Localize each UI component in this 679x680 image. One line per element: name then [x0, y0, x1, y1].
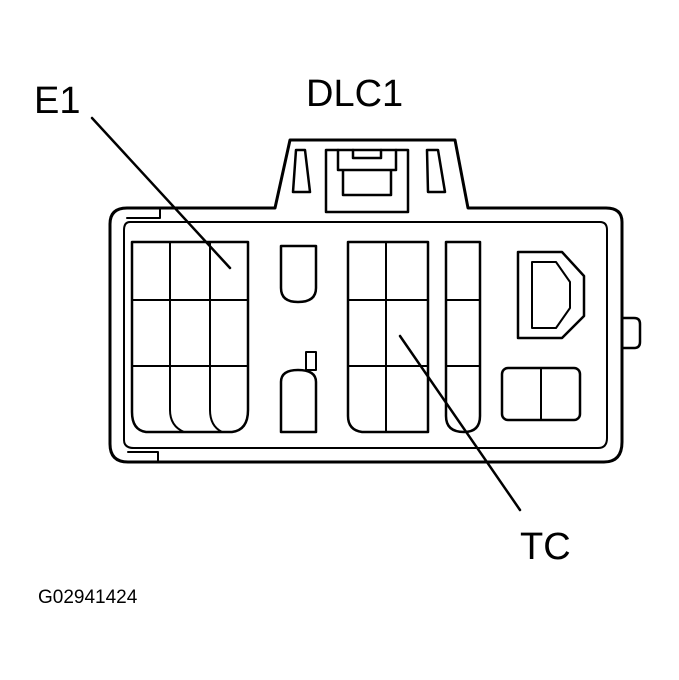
terminal-block-right-column — [444, 240, 482, 434]
top-latch-left-slot — [291, 148, 312, 194]
connector-body — [108, 138, 624, 464]
terminal-block-left-grid — [131, 241, 249, 433]
terminal-label-tc: TC — [520, 526, 571, 568]
terminal-block-right-column-grid — [445, 299, 481, 367]
figure-code: G02941424 — [38, 587, 138, 608]
connector-title: DLC1 — [306, 73, 404, 115]
cavity-lower — [279, 368, 318, 434]
leader-line-tc — [398, 334, 522, 512]
keyed-socket — [516, 250, 586, 340]
terminal-label-e1: E1 — [34, 80, 81, 122]
top-latch-tab — [336, 148, 398, 197]
cavity-upper — [279, 244, 318, 304]
right-latch-post — [620, 316, 642, 350]
terminal-block-middle-grid — [347, 241, 429, 433]
top-latch-center — [324, 148, 410, 214]
left-guide-rail — [126, 207, 161, 463]
terminal-block-left — [130, 240, 250, 434]
keyed-socket-inner — [531, 261, 571, 329]
top-latch-right-slot — [425, 148, 447, 194]
cavity-lower-key — [305, 351, 317, 371]
terminal-block-middle — [346, 240, 430, 434]
connector-inner-outline — [123, 221, 608, 449]
leader-line-e1 — [90, 116, 232, 270]
